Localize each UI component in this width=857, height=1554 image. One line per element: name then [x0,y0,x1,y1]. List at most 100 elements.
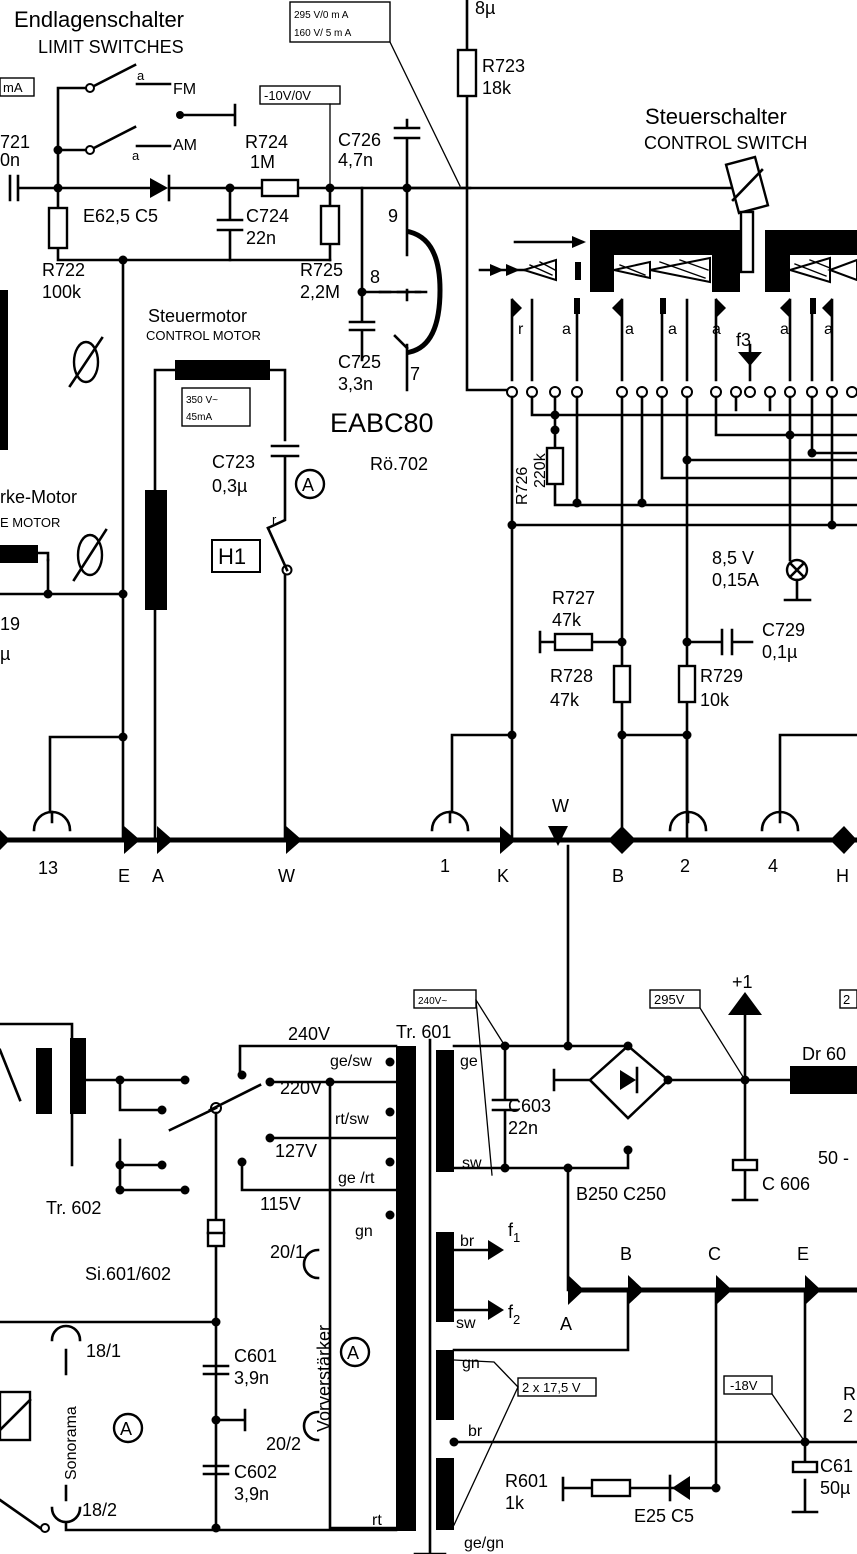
r728-value: 47k [550,690,580,710]
tap-gn: gn [355,1223,373,1240]
terminal-1: 1 [440,856,450,876]
control-motor-heading: Steuermotor [148,306,247,326]
motor-box-line1: 350 V~ [186,395,218,406]
tube-eabc80: 9 8 7 EABC80 Rö.702 [330,186,443,474]
tap-115v: 115V [260,1194,301,1214]
switch-a-label-2: a [132,148,140,163]
strength-motor-heading: rke-Motor [0,487,77,507]
motor-box-line2: 45mA [186,412,212,423]
h1-label: H1 [218,544,246,569]
top-cap-value: 8µ [475,0,495,18]
r721-label: 721 [0,132,30,152]
tube-anode-box-line2: 160 V/ 5 m A [294,28,352,39]
socket-20-2: 20/2 [266,1434,301,1454]
control-switch-heading: Steuerschalter [645,104,787,129]
switch-a-label-7: a [780,321,789,338]
right-edge-box: 2 [843,992,850,1007]
sec-sw-2: sw [456,1315,476,1332]
tube-ref: Rö.702 [370,454,428,474]
r728-label: R728 [550,666,593,686]
bus-c: C [708,1244,721,1264]
b-plus-box: 295V [654,992,685,1007]
switch-a-label-6: a [712,321,721,338]
terminal-2: 2 [680,856,690,876]
r727-label: R727 [552,588,595,608]
limit-switches-heading: Endlagenschalter [14,7,184,32]
c719-value: µ [0,644,10,664]
r725-label: R725 [300,260,343,280]
c603-label: C603 [508,1096,551,1116]
sec-sw: sw [462,1155,482,1172]
r726-label: R726 [514,467,531,505]
terminal-a: A [152,866,164,886]
f2-label: f2 [508,1302,520,1327]
switch-a-label-3: a [562,321,571,338]
c724-label: C724 [246,206,289,226]
limit-switches-subheading: LIMIT SWITCHES [38,37,184,57]
switch-r-label: r [518,321,524,338]
r723-value: 18k [482,78,512,98]
fuse-label: Si.601/602 [85,1264,171,1284]
choke-value: 50 - [818,1148,849,1168]
ma-box [0,77,35,97]
c729-value: 0,1µ [762,642,797,662]
bus-b: B [620,1244,632,1264]
control-switch-subheading: CONTROL SWITCH [644,133,807,153]
r601-value: 1k [505,1493,525,1513]
plus1-label: +1 [732,972,753,992]
r724-value: 1M [250,152,275,172]
c726-label: C726 [338,130,381,150]
tube-pin7: 7 [410,364,420,384]
switch-a-label-4: a [625,321,634,338]
tube-name: EABC80 [330,408,434,438]
c601-label: C601 [234,1346,277,1366]
socket-18-1: 18/1 [86,1341,121,1361]
sec-br: br [460,1233,475,1250]
r725-value: 2,2M [300,282,340,302]
tap-240v: 240V [288,1024,330,1044]
r722-label: R722 [42,260,85,280]
r721-value: 0n [0,150,20,170]
r726-value: 220k [532,452,549,488]
c719-label: 19 [0,614,20,634]
c725-value: 3,3n [338,374,373,394]
c723-value: 0,3µ [212,476,247,496]
mains-box: 240V~ [418,996,447,1007]
circle-a-bottom: A [120,1419,132,1439]
terminal-k: K [497,866,509,886]
sonorama-label: Sonorama [63,1406,80,1480]
r729-label: R729 [700,666,743,686]
tap-rt-sw: rt/sw [335,1111,369,1128]
terminal-b: B [612,866,624,886]
switch-a-label-5: a [668,321,677,338]
strength-motor-subheading: E MOTOR [0,515,60,530]
preamp-label: Vorverstärker [314,1325,334,1432]
r729-value: 10k [700,690,730,710]
terminal-w: W [278,866,295,886]
tap-127v: 127V [275,1141,317,1161]
c729-label: C729 [762,620,805,640]
bus-a: A [560,1314,572,1334]
terminal-w-2: W [552,796,569,816]
lamp-current: 0,15A [712,570,759,590]
choke-label: Dr 60 [802,1044,846,1064]
c606-label: C 606 [762,1174,810,1194]
r724-label: R724 [245,132,288,152]
r722-value: 100k [42,282,82,302]
ma-label: mA [3,80,23,95]
terminal-h: H [836,866,849,886]
power-supply: Tr. 601 240V ge/sw 220V rt/sw 127V ge /r… [0,844,857,1554]
r-edge-value: 2 [843,1406,853,1426]
c725-label: C725 [338,352,381,372]
circle-a-top: A [302,475,314,495]
f3-label: f3 [736,330,751,350]
sec-ge: ge [460,1053,478,1070]
c601-value: 3,9n [234,1368,269,1388]
tap-220v: 220V [280,1078,322,1098]
c723-label: C723 [212,452,255,472]
tap-ge-sw: ge/sw [330,1053,372,1070]
tap-rt: rt [372,1512,382,1529]
r727-value: 47k [552,610,582,630]
sec-ge-gn: ge/gn [464,1535,504,1552]
